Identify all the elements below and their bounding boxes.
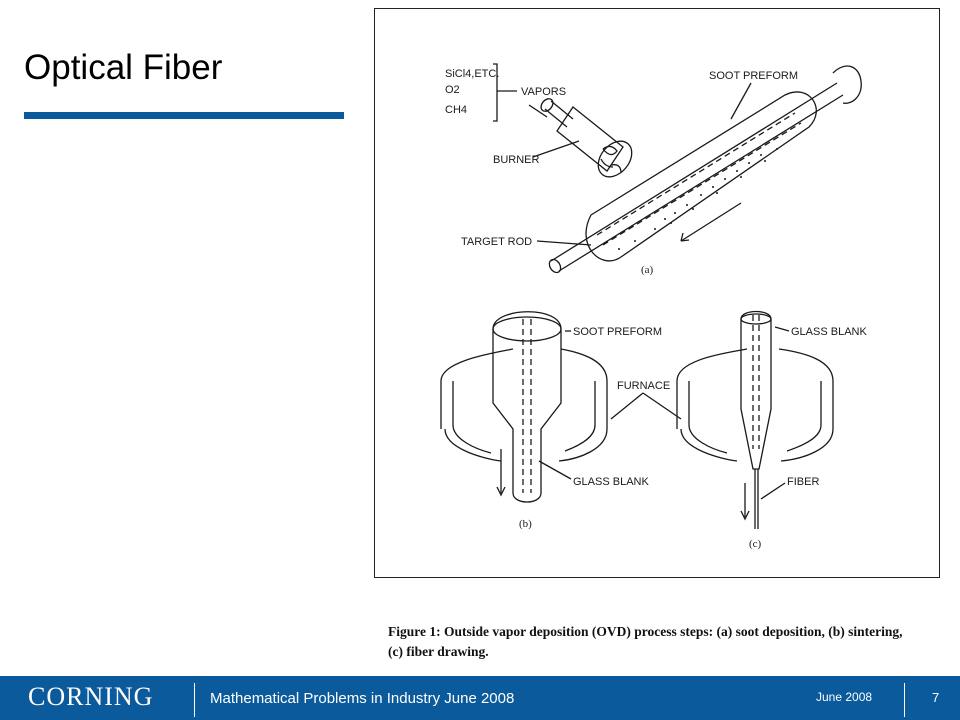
- panel-a-soot-deposition: [493, 63, 862, 274]
- panel-c-fiber-drawing: [676, 310, 834, 529]
- target-rod-leader: [536, 240, 592, 246]
- glass-blank-b-leader: [538, 460, 572, 480]
- furnace-leader-c: [642, 392, 682, 420]
- vapor-bracket: [493, 63, 498, 122]
- corning-logo: CORNING: [28, 682, 154, 711]
- preform-core-dash-2: [602, 122, 802, 246]
- furnace-leader-b: [610, 392, 644, 420]
- footer-divider-left: [194, 683, 195, 717]
- burner-leader-arrow: [528, 104, 548, 118]
- glass-blank-c: [740, 310, 772, 470]
- target-rod-upper: [550, 82, 838, 262]
- glass-blank-c-leader: [774, 326, 790, 332]
- pull-arrowhead-c: [740, 510, 750, 521]
- furnace-c-left: [676, 348, 748, 462]
- furnace-c-right-wall: [786, 381, 822, 452]
- preform-top: [492, 316, 562, 342]
- rod-end: [548, 258, 562, 274]
- furnace-b-right: [558, 348, 608, 462]
- figure-caption: Figure 1: Outside vapor deposition (OVD)…: [388, 624, 903, 659]
- title-underline: [24, 112, 344, 119]
- fiber-leader: [760, 482, 786, 500]
- target-rod-lower: [558, 94, 844, 272]
- soot-speckle: [618, 148, 778, 250]
- footer-title: Mathematical Problems in Industry June 2…: [210, 690, 515, 707]
- label-vapors: VAPORS: [521, 86, 566, 98]
- traverse-arrowhead: [680, 232, 690, 242]
- blank-c-top: [740, 313, 772, 325]
- rod-handle: [832, 65, 862, 104]
- label-target-rod: TARGET ROD: [461, 236, 532, 248]
- sintering-preform: [492, 311, 562, 503]
- soot-preform-body: [585, 91, 817, 262]
- label-sicl4: SiCl4,ETC.: [445, 68, 499, 80]
- traverse-arrow: [680, 202, 742, 242]
- label-panel-b: (b): [519, 518, 532, 530]
- label-soot-preform-a: SOOT PREFORM: [709, 70, 798, 82]
- footer-divider-right: [904, 683, 905, 717]
- furnace-b-right-wall: [564, 381, 596, 452]
- panel-b-sintering: [440, 311, 682, 503]
- label-glass-blank-b: GLASS BLANK: [573, 476, 649, 488]
- ovd-figure-panel: SiCl4,ETC. O2 CH4 VAPORS BURNER SOOT PRE…: [374, 8, 940, 578]
- label-o2: O2: [445, 84, 460, 96]
- footer-date: June 2008: [816, 690, 873, 704]
- label-fiber: FIBER: [787, 476, 819, 488]
- page-number: 7: [932, 690, 940, 705]
- footer-bar: [0, 676, 960, 720]
- slide-title: Optical Fiber: [24, 48, 223, 87]
- furnace-b-left-wall: [440, 381, 492, 454]
- burner-shape: [540, 98, 633, 178]
- soot-preform-a-leader: [730, 82, 752, 120]
- furnace-c-left-wall: [676, 381, 728, 454]
- ovd-diagram: SiCl4,ETC. O2 CH4 VAPORS BURNER SOOT PRE…: [440, 63, 867, 550]
- furnace-c-right: [778, 348, 834, 462]
- label-furnace: FURNACE: [617, 380, 670, 392]
- label-panel-c: (c): [749, 538, 762, 550]
- burner-label-leader: [532, 140, 580, 158]
- pull-arrowhead-b: [496, 486, 506, 497]
- preform-core-dash-1: [596, 112, 796, 236]
- label-ch4: CH4: [445, 104, 467, 116]
- label-panel-a: (a): [641, 264, 654, 276]
- label-soot-preform-b: SOOT PREFORM: [573, 326, 662, 338]
- label-burner: BURNER: [493, 154, 540, 166]
- label-glass-blank-c: GLASS BLANK: [791, 326, 867, 338]
- furnace-b-left: [440, 348, 514, 462]
